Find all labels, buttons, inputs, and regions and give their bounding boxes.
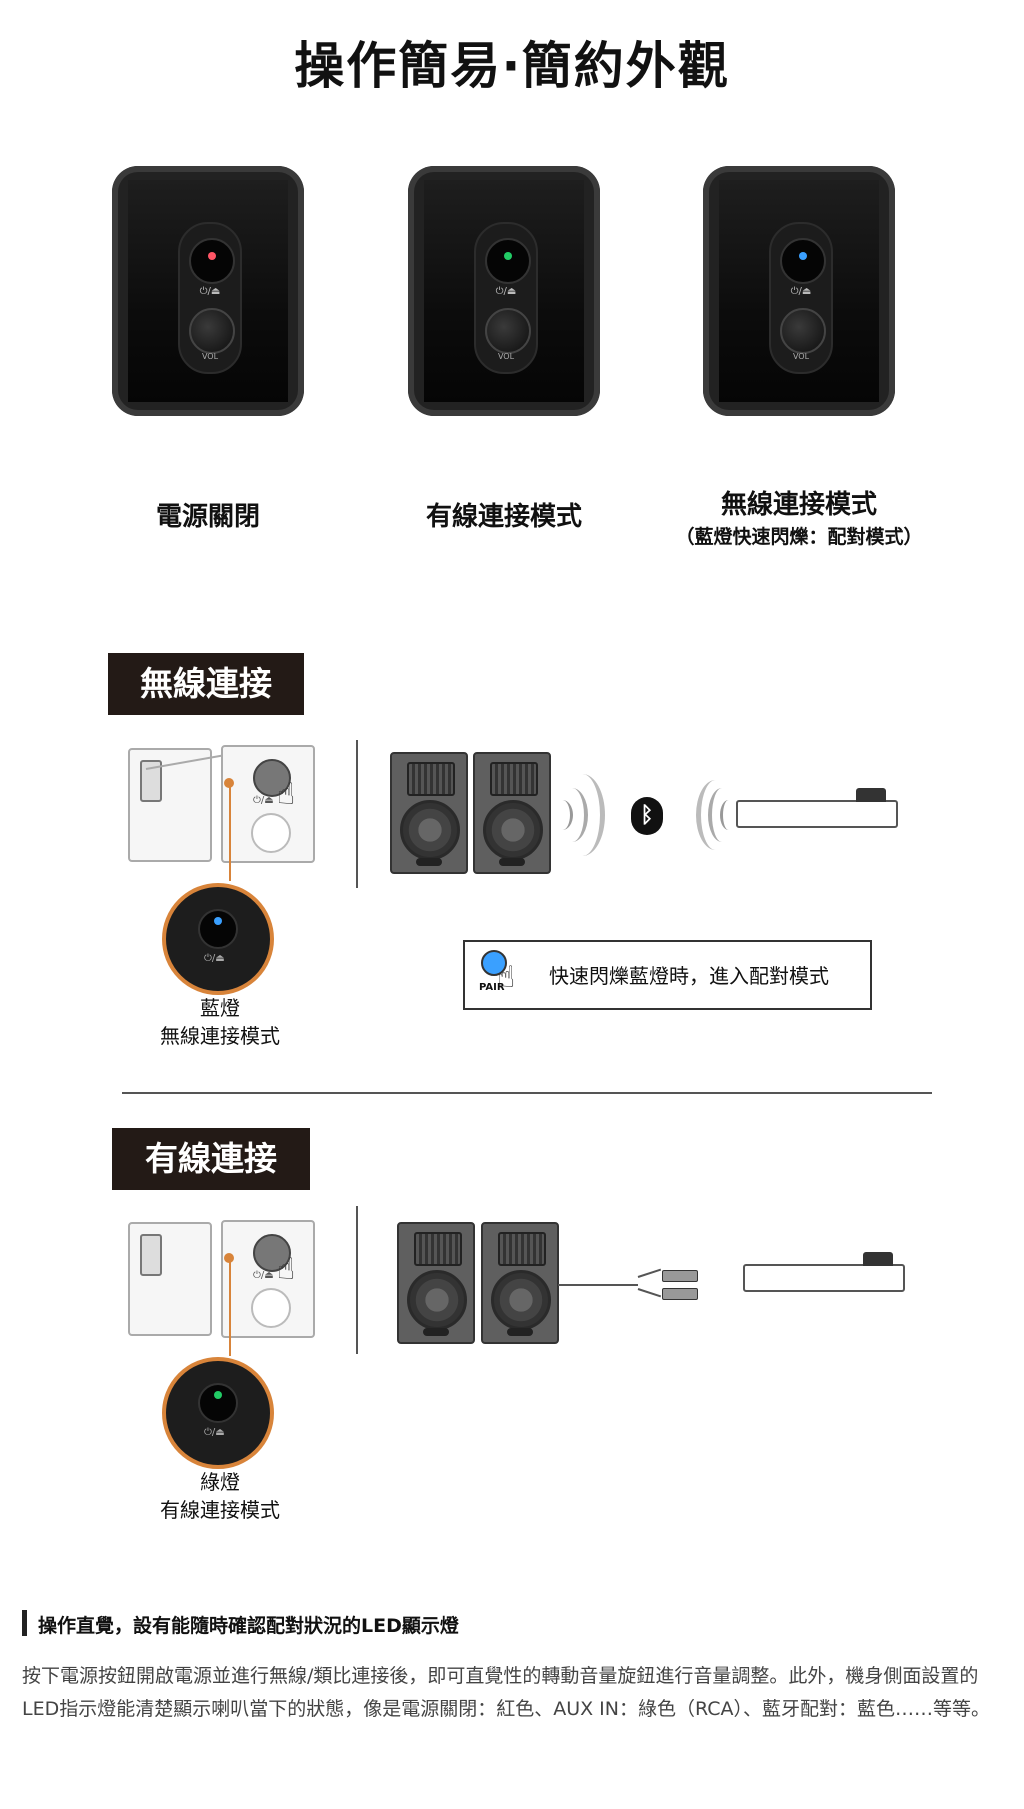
speaker-wireless-mode: ⏻/⏏ VOL [703,166,895,416]
page-title: 操作簡易‧簡約外觀 [294,37,730,95]
bluetooth-icon: ᛒ [631,797,663,835]
speaker-side-view [128,1222,212,1336]
led-green [504,252,512,260]
speaker-wired-mode: ⏻/⏏ VOL [408,166,600,416]
studio-speaker-right [473,752,551,874]
speaker-side-view [128,748,212,862]
led-red [208,252,216,260]
caption-wireless-sub: （藍燈快速閃爍：配對模式） [675,526,923,548]
power-label: ⏻/⏏ [790,286,812,297]
green-led-icon [214,1391,222,1399]
control-panel: ⏻/⏏ VOL [474,222,538,374]
footer-heading-bar [22,1610,27,1636]
control-panel: ⏻/⏏ VOL [769,222,833,374]
hand-pointer-icon: ☝ [497,960,516,995]
volume-knob-icon [780,308,826,354]
pair-note-text: 快速閃爍藍燈時，進入配對模式 [549,964,829,988]
led-blue [799,252,807,260]
rca-cable-icon [558,1268,718,1300]
blue-led-name: 藍燈 [200,996,240,1020]
volume-knob-icon [485,308,531,354]
green-led-mode: 有線連接模式 [160,1498,280,1522]
sound-waves-in-icon [690,780,750,850]
wired-heading: 有線連接 [112,1128,310,1190]
power-button-icon [780,238,826,284]
power-label: ⏻/⏏ [495,286,517,297]
control-panel: ⏻/⏏ VOL [178,222,242,374]
power-label: ⏻/⏏ [253,795,274,806]
studio-speaker-left [397,1222,475,1344]
turntable-icon [736,788,898,828]
pair-note-box: ☝ PAIR 快速閃爍藍燈時，進入配對模式 [463,940,872,1010]
divider-horizontal [122,1092,932,1094]
blue-led-mode: 無線連接模式 [160,1024,280,1048]
blue-led-zoom: ⏻/⏏ [162,883,274,995]
footer-heading: 操作直覺，設有能隨時確認配對狀況的LED顯示燈 [38,1615,459,1637]
green-led-zoom: ⏻/⏏ [162,1357,274,1469]
sound-waves-out-icon [552,770,632,860]
power-label: ⏻/⏏ [204,1427,225,1438]
pair-label: PAIR [479,982,505,993]
wireless-heading: 無線連接 [108,653,304,715]
power-label: ⏻/⏏ [204,953,225,964]
volume-knob-icon [189,308,235,354]
caption-wireless-mode: 無線連接模式 [720,490,877,520]
divider-vertical [356,740,358,888]
vol-label: VOL [497,352,515,361]
power-button-icon [485,238,531,284]
footer-body: 按下電源按鈕開啟電源並進行無線/類比連接後，即可直覺性的轉動音量旋鈕進行音量調整… [22,1665,991,1720]
vol-label: VOL [201,352,219,361]
power-label: ⏻/⏏ [253,1270,274,1281]
hand-pointer-icon: ☝ [277,777,296,812]
caption-wired-mode: 有線連接模式 [425,502,582,532]
vol-label: VOL [792,352,810,361]
blue-led-icon [214,917,222,925]
control-zoom-view: ⏻/⏏ ☝ [221,1220,315,1338]
speaker-power-off: ⏻/⏏ VOL [112,166,304,416]
power-button-icon [189,238,235,284]
control-zoom-view: ⏻/⏏ ☝ [221,745,315,863]
pair-button-icon [481,950,507,976]
green-led-name: 綠燈 [200,1470,240,1494]
power-label: ⏻/⏏ [199,286,221,297]
turntable-icon [743,1252,905,1292]
divider-vertical [356,1206,358,1354]
studio-speaker-right [481,1222,559,1344]
studio-speaker-left [390,752,468,874]
hand-pointer-icon: ☝ [277,1252,296,1287]
caption-power-off: 電源關閉 [155,502,260,532]
